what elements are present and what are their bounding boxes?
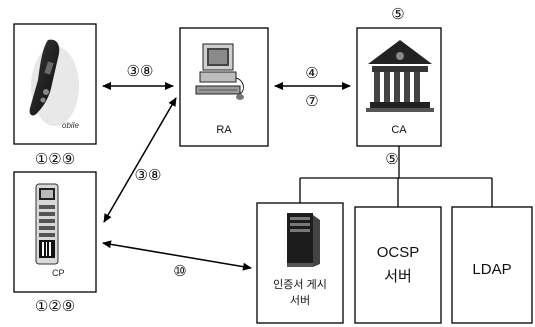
cp-node: CP [14,172,96,292]
edge-ra-ca-top-label: ④ [300,64,324,82]
ra-node: RA [180,28,268,146]
edge-ca-servers-label: ⑤ [380,150,404,168]
ocsp-label-line2: 서버 [384,268,412,285]
edge-cp-cert-server-label: ⑩ [168,262,192,280]
cp-icon-text: CP [52,268,65,278]
arrow-cp-ra [104,98,176,222]
ca-label: CA [391,124,407,136]
mobile-icon-text: obile [62,121,79,130]
mobile-steps-label: ①②⑨ [15,150,95,168]
ldap-label: LDAP [472,261,511,278]
ldap-node: LDAP [452,207,532,323]
ra-label: RA [216,124,232,136]
cert-server-label-line1: 인증서 게시 [273,278,327,291]
edge-mobile-ra-label: ③⑧ [120,62,160,80]
cp-steps-label: ①②⑨ [15,297,95,315]
edge-cp-ra-label: ③⑧ [128,166,168,184]
ca-node: CA [357,28,441,146]
edge-ra-ca-bottom-label: ⑦ [300,92,324,110]
server-tower-icon [287,213,320,267]
cp-device-icon [36,184,58,264]
mobile-node: obile [14,24,96,144]
cert-server-label-line2: 서버 [290,294,310,307]
cert-server-node: 인증서 게시 서버 [257,203,343,323]
ca-top-step-label: ⑤ [386,5,410,23]
ocsp-label-line1: OCSP [377,244,420,261]
ocsp-server-node: OCSP 서버 [355,207,441,323]
